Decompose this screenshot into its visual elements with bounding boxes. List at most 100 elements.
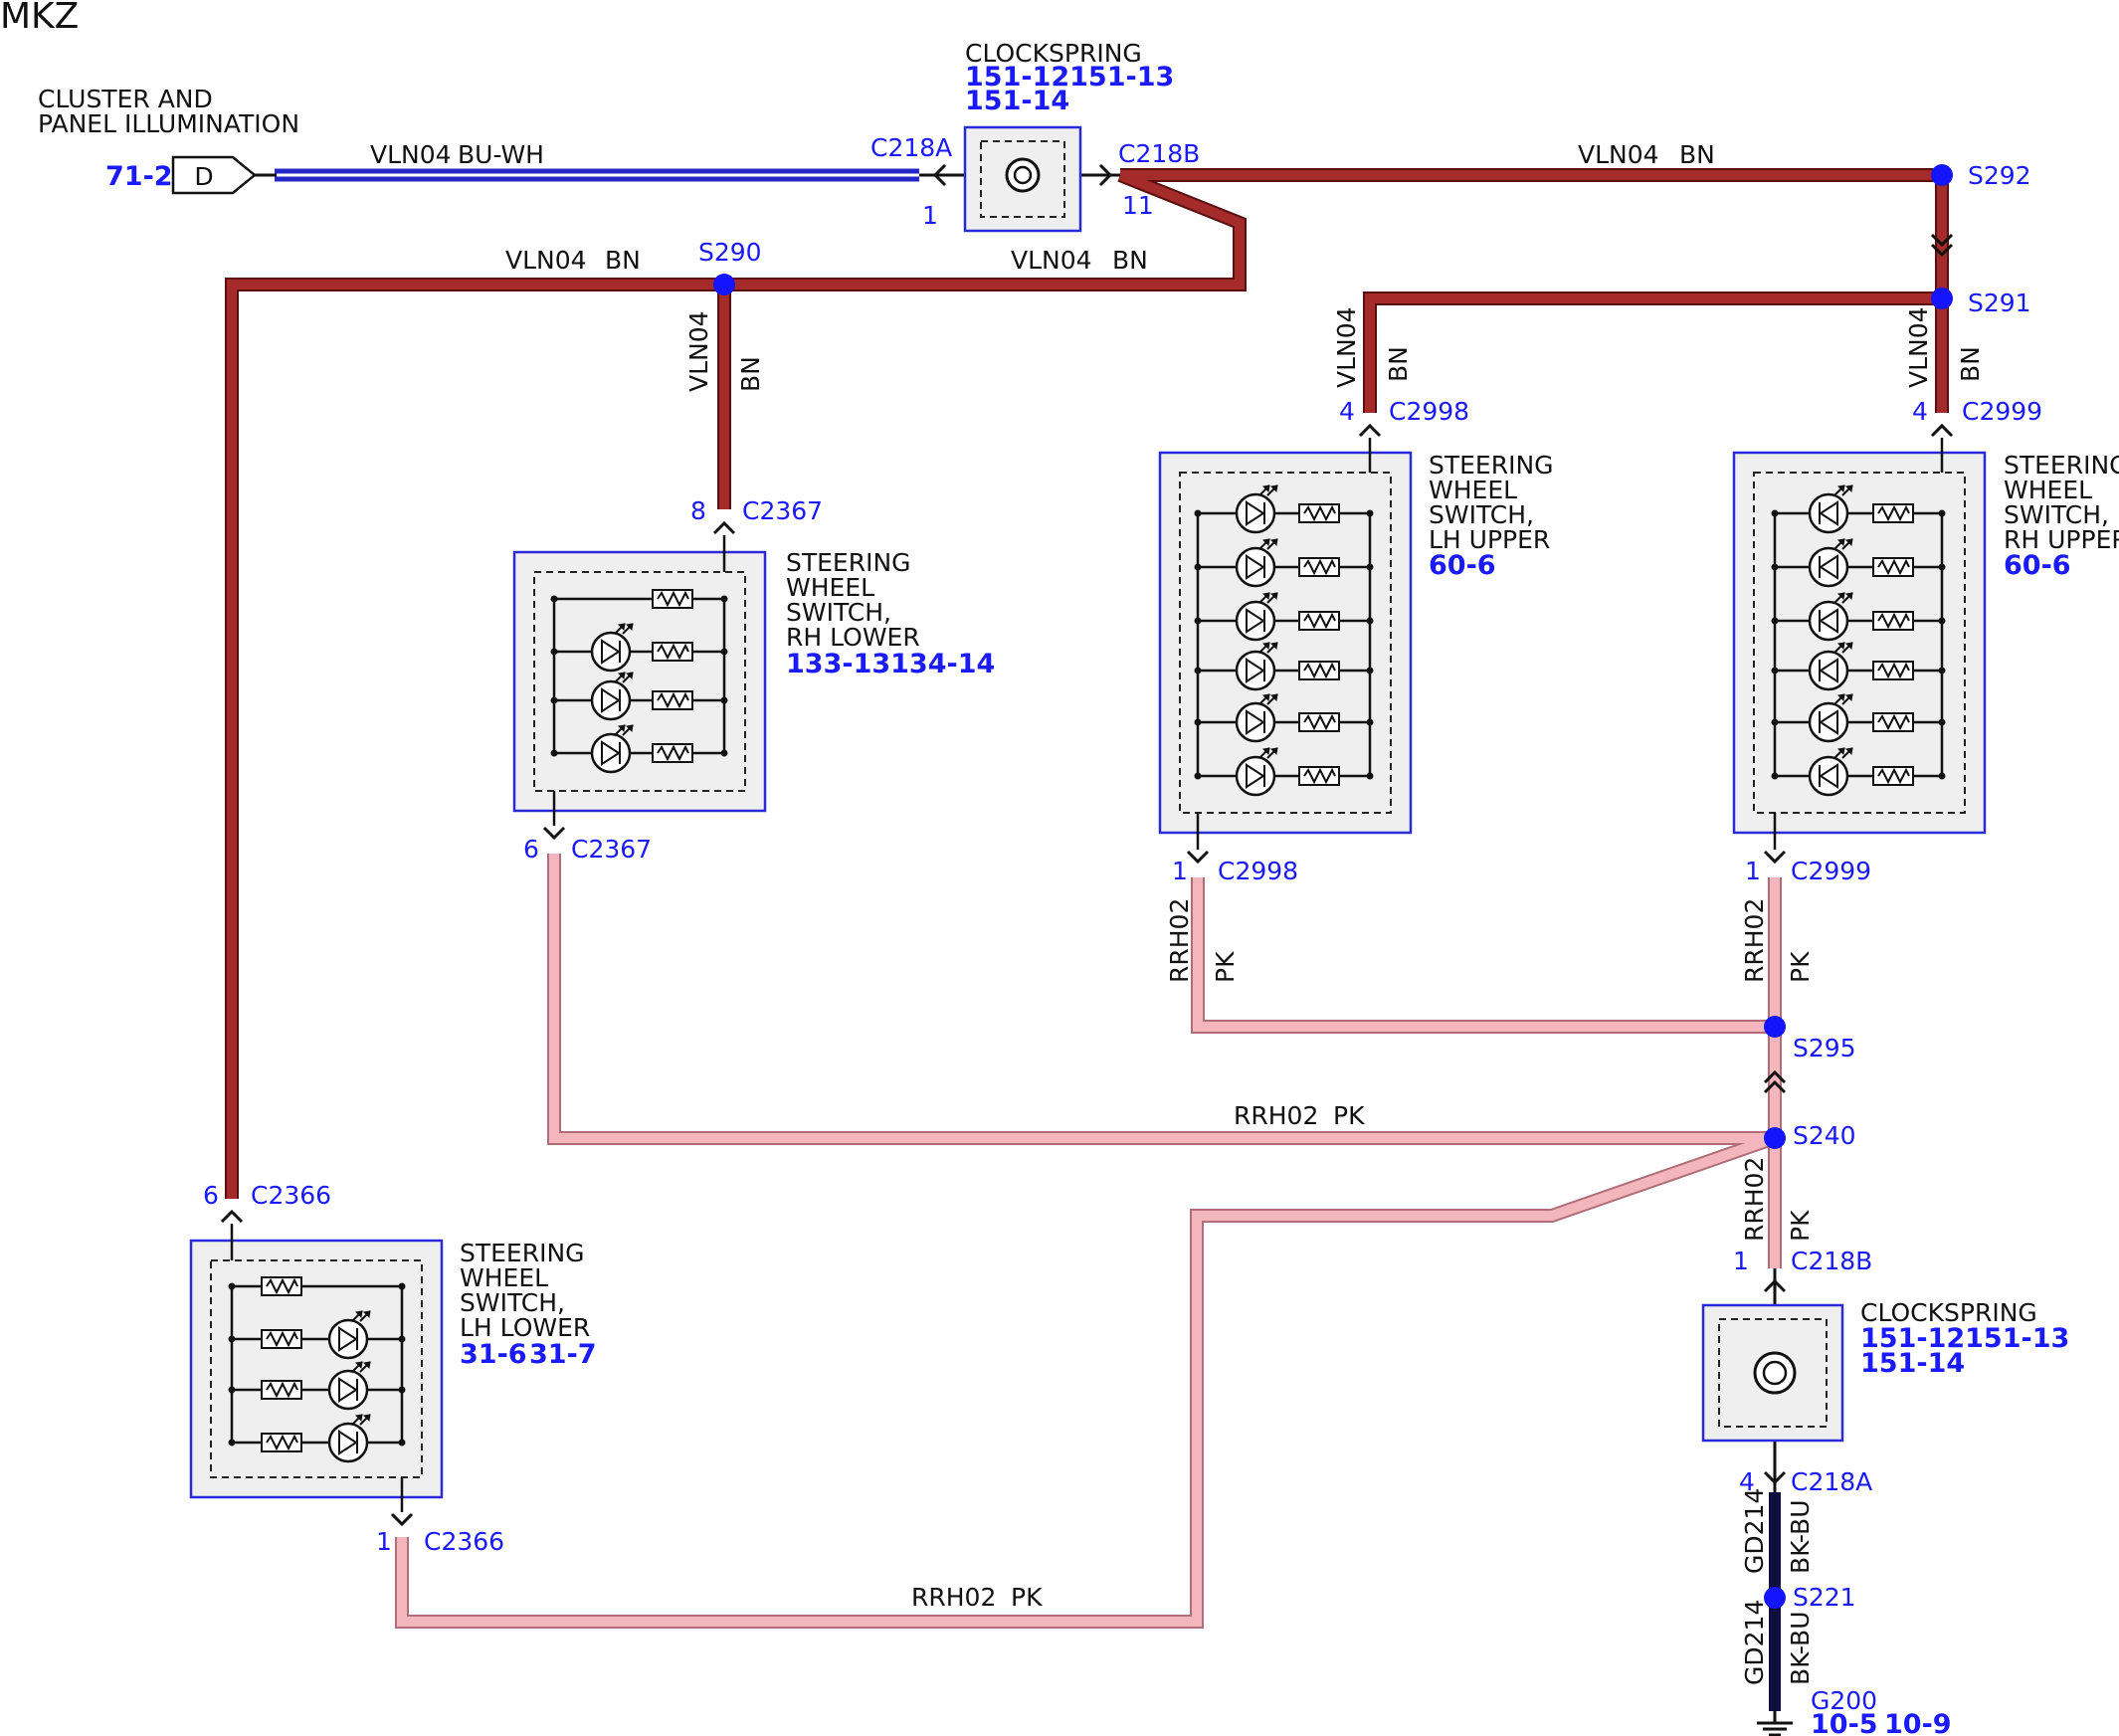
wire-pk-rhl-color: PK [1333,1101,1365,1130]
led-icon [1235,755,1276,797]
arrow-c2367-out [542,826,566,841]
wire-pk-s240-circuit: RRH02 [1740,1157,1769,1242]
rhu-ref: 60-6 [2004,550,2071,581]
rhl-name3: SWITCH, [786,598,891,627]
wire-pk-s240-color: PK [1786,1210,1815,1242]
led-icon [590,732,632,774]
conn-c2367-out: C2367 [571,835,652,864]
led-icon [327,1369,369,1411]
wire-bn-rhu-color: BN [1956,346,1985,382]
label-s291: S291 [1968,289,2031,317]
steering-wheel-switch-lh-upper [1158,438,1413,850]
conn-c2366-in: C2366 [251,1181,331,1210]
pin-c2999-in: 4 [1912,397,1928,426]
label-s292: S292 [1968,161,2031,190]
wire-gd-upper-circuit: GD214 [1740,1488,1769,1574]
wire-bn-left-color: BN [605,246,641,275]
led-icon [1808,600,1849,642]
arrow-c2998-out [1186,850,1210,865]
wire-rrh02-pk [395,854,1782,1629]
source-label-line2: PANEL ILLUMINATION [38,109,299,138]
rhl-ref: 133-13134-14 [786,649,995,679]
rhu-name3: SWITCH, [2004,500,2109,529]
lhl-name4: LH LOWER [460,1313,590,1342]
label-s221: S221 [1793,1583,1856,1612]
rhl-name2: WHEEL [786,573,874,602]
wire-bn-s290-color: BN [736,356,765,392]
wire-bn-mid-circuit: VLN04 [1011,246,1092,275]
wire-bn-top-color: BN [1679,140,1715,169]
wire-bu-wh-color: BU-WH [458,140,544,169]
ground-ref2: 10-9 [1884,1709,1952,1736]
lhu-name4: LH UPPER [1429,525,1550,554]
conn-c218b-bottom: C218B [1791,1247,1872,1275]
wire-gd-lower-circuit: GD214 [1740,1600,1769,1685]
wire-bu-wh-circuit: VLN04 [370,140,452,169]
pin-c2366-in: 6 [203,1181,219,1210]
wire-pk-rhu-circuit: RRH02 [1740,898,1769,983]
rhl-name1: STEERING [786,548,911,577]
arrow-c2366-in [220,1209,244,1224]
source-label-line1: CLUSTER AND [38,85,213,113]
connector-letter: D [194,162,213,191]
lhu-name1: STEERING [1429,451,1554,480]
page-title: MKZ [0,0,79,37]
wire-bn-top-circuit: VLN04 [1578,140,1659,169]
rhu-name1: STEERING [2004,451,2119,480]
splice-s240 [1764,1127,1786,1149]
arrow-c2367-in [712,520,736,535]
wire-vln04-bn [225,168,1949,1199]
clockspring-bottom-ref2: 151-14 [1860,1348,1965,1379]
lhu-name3: SWITCH, [1429,500,1534,529]
lhl-name3: SWITCH, [460,1288,565,1317]
lhl-ref1: 31-6 [460,1339,527,1370]
steering-wheel-switch-rh-upper [1732,438,1987,850]
pin-c2998-in: 4 [1339,397,1355,426]
conn-c2998-in: C2998 [1389,397,1469,426]
conn-c218b-top: C218B [1118,139,1200,168]
splice-s290 [713,274,735,295]
wire-pk-lhl-circuit: RRH02 [911,1583,996,1612]
ground-icon [1757,1711,1793,1736]
wire-pk-lhu-circuit: RRH02 [1165,898,1194,983]
wire-bn-lhu-color: BN [1384,346,1413,382]
splice-s295 [1764,1016,1786,1038]
splice-s221 [1764,1587,1786,1609]
pin-c218a-bottom: 4 [1739,1467,1755,1496]
led-icon [1808,755,1849,797]
conn-c2366-out: C2366 [424,1527,504,1556]
pin-c2366-out: 1 [376,1527,392,1556]
arrow-c2366-out [390,1512,414,1527]
ground-name: G200 [1811,1686,1877,1715]
clockspring-top-ref2: 151-14 [965,86,1069,116]
lhl-name2: WHEEL [460,1263,548,1292]
rhl-name4: RH LOWER [786,623,920,652]
lhu-ref: 60-6 [1429,550,1496,581]
pin-c218b-top: 11 [1122,191,1154,220]
led-icon [1235,492,1276,534]
pin-c218a-top: 1 [922,201,938,230]
led-icon [1235,650,1276,691]
led-icon [1235,546,1276,588]
wire-bn-s290-circuit: VLN04 [684,310,713,392]
wire-pk-rhl-circuit: RRH02 [1234,1101,1318,1130]
pin-c2367-out: 6 [523,835,539,864]
rhu-name2: WHEEL [2004,476,2092,504]
splices [713,164,1953,1609]
label-s240: S240 [1793,1121,1856,1150]
led-icon [1808,492,1849,534]
lhl-ref2: 31-7 [529,1339,597,1370]
wire-pk-lhu-color: PK [1211,951,1240,983]
steering-wheel-switch-lh-lower [189,1224,444,1512]
clockspring-top-name: CLOCKSPRING [965,39,1142,68]
clockspring-bottom-ref1: 151-12151-13 [1860,1323,2069,1354]
wire-pk-rhu-color: PK [1786,951,1815,983]
arrow-c2999-out [1763,850,1787,865]
steering-wheel-switch-rh-lower [512,535,767,826]
led-icon [327,1318,369,1360]
clockspring-bottom-name: CLOCKSPRING [1860,1298,2037,1327]
ground-ref1: 10-5 [1811,1709,1878,1736]
arrow-c2998-in [1358,423,1382,438]
rhu-name4: RH UPPER [2004,525,2119,554]
